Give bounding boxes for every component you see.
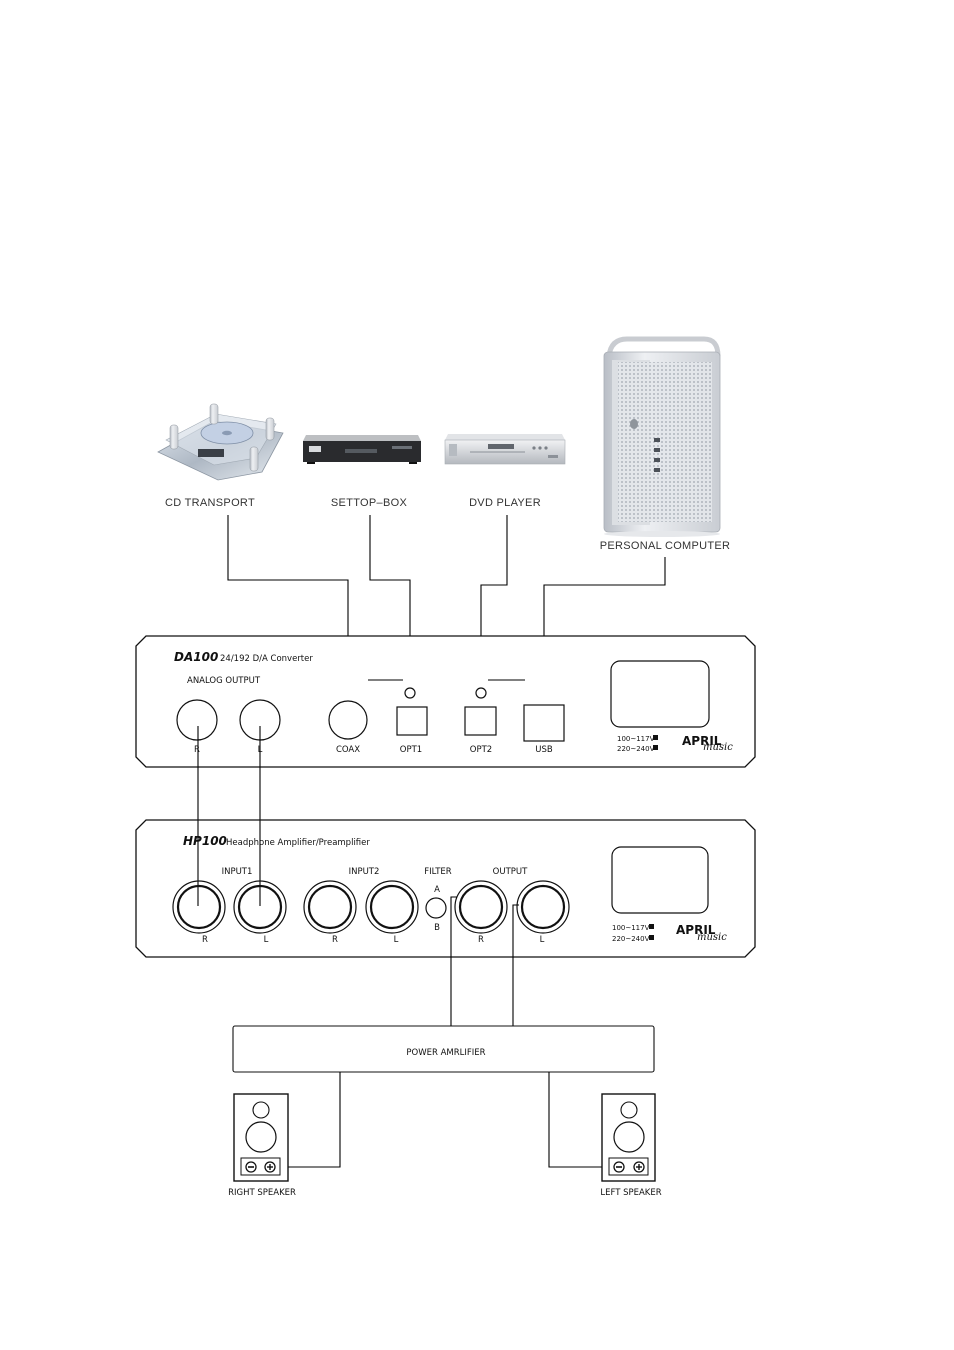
minus-terminal-icon: [245, 1161, 257, 1173]
da100-display-window: [610, 660, 710, 728]
hp100-voltage-low: 100~117V: [612, 924, 650, 932]
hp100-channel-label: L: [264, 935, 269, 945]
hp100-voltage-high-indicator: [649, 935, 654, 940]
da100-opt1-port: [396, 706, 428, 736]
wire-settop-box-to-opt1: [369, 515, 411, 688]
da100-brand-logo: APRIL: [682, 734, 722, 748]
da100-analog-r-jack: [176, 699, 218, 741]
da100-voltage-high-indicator: [653, 745, 658, 750]
da100-voltage-low-indicator: [653, 735, 658, 740]
filter-label: FILTER: [424, 867, 452, 877]
plus-terminal-icon: [264, 1161, 276, 1173]
power-amplifier: POWER AMRLIFIER: [232, 1025, 655, 1073]
filter-position-a: A: [434, 885, 440, 895]
filter-switch: [425, 897, 447, 919]
da100-model: DA100: [174, 650, 218, 664]
hp100-input1-r-jack: [172, 880, 226, 934]
source-label-cd-transport: CD TRANSPORT: [165, 497, 255, 509]
da100-opt2-indicator: [475, 687, 487, 699]
da100-coax-label: COAX: [336, 745, 360, 755]
da100-coax-jack: [328, 700, 368, 740]
settop-box-image: [303, 435, 421, 464]
output-label: OUTPUT: [493, 867, 528, 877]
wire-output-r-to-amplifier: [450, 896, 457, 1026]
wire-amplifier-to-left-speaker: [548, 1072, 609, 1168]
hp100-output-l-jack: [516, 880, 570, 934]
hp100-input2-r-jack: [303, 880, 357, 934]
da100-opt1-label: OPT1: [400, 745, 422, 755]
da100-usb-port: [523, 704, 565, 742]
hp100-output-r-jack: [454, 880, 508, 934]
filter-position-b: B: [434, 923, 440, 933]
hp100-channel-label: L: [540, 935, 545, 945]
dvd-player-image: [444, 434, 566, 465]
hp100-voltage-low-indicator: [649, 924, 654, 929]
hp100-channel-label: R: [332, 935, 338, 945]
personal-computer-image: [603, 336, 721, 537]
hp100-input1-l-jack: [233, 880, 287, 934]
wire-output-l-to-amplifier: [512, 904, 519, 1026]
hp100-input2-l-jack: [365, 880, 419, 934]
hp100-brand-logo: APRIL: [676, 923, 716, 937]
da100-brand-script: music: [703, 742, 733, 753]
da100-voltage-high: 220~240V: [617, 745, 655, 753]
cd-transport-image: [157, 403, 284, 481]
da100-usb-label: USB: [535, 745, 553, 755]
hp100-display-window: [611, 846, 709, 914]
da100-opt2-label: OPT2: [470, 745, 492, 755]
hp100-front-panel: HP100 Headphone Amplifier/Preamplifier I…: [135, 819, 756, 958]
plus-terminal-icon: [633, 1161, 645, 1173]
left-speaker-label: LEFT SPEAKER: [600, 1188, 661, 1198]
hp100-subtitle: Headphone Amplifier/Preamplifier: [226, 838, 370, 848]
minus-terminal-icon: [613, 1161, 625, 1173]
hp100-channel-label: L: [394, 935, 399, 945]
left-speaker: [601, 1093, 656, 1182]
hp100-brand-script: music: [697, 932, 727, 943]
power-amplifier-label: POWER AMRLIFIER: [406, 1048, 485, 1058]
hp100-channel-label: R: [202, 935, 208, 945]
da100-voltage-low: 100~117V: [617, 735, 655, 743]
source-label-personal-computer: PERSONAL COMPUTER: [600, 540, 731, 552]
input2-label: INPUT2: [349, 867, 380, 877]
hp100-model: HP100: [183, 834, 227, 848]
da100-r-label: R: [194, 745, 200, 755]
da100-opt1-indicator: [404, 687, 416, 699]
analog-output-label: ANALOG OUTPUT: [187, 676, 261, 686]
wire-amplifier-to-right-speaker: [280, 1072, 341, 1168]
right-speaker-label: RIGHT SPEAKER: [228, 1188, 296, 1198]
source-label-dvd-player: DVD PLAYER: [469, 497, 541, 509]
right-speaker: [233, 1093, 289, 1182]
source-label-settop-box: SETTOP–BOX: [331, 497, 408, 509]
hp100-voltage-high: 220~240V: [612, 935, 650, 943]
hp100-channel-label: R: [478, 935, 484, 945]
da100-subtitle: 24/192 D/A Converter: [220, 654, 313, 664]
da100-opt2-port: [464, 706, 497, 736]
da100-front-panel: DA100 24/192 D/A Converter ANALOG OUTPUT…: [135, 635, 756, 768]
input1-label: INPUT1: [222, 867, 253, 877]
